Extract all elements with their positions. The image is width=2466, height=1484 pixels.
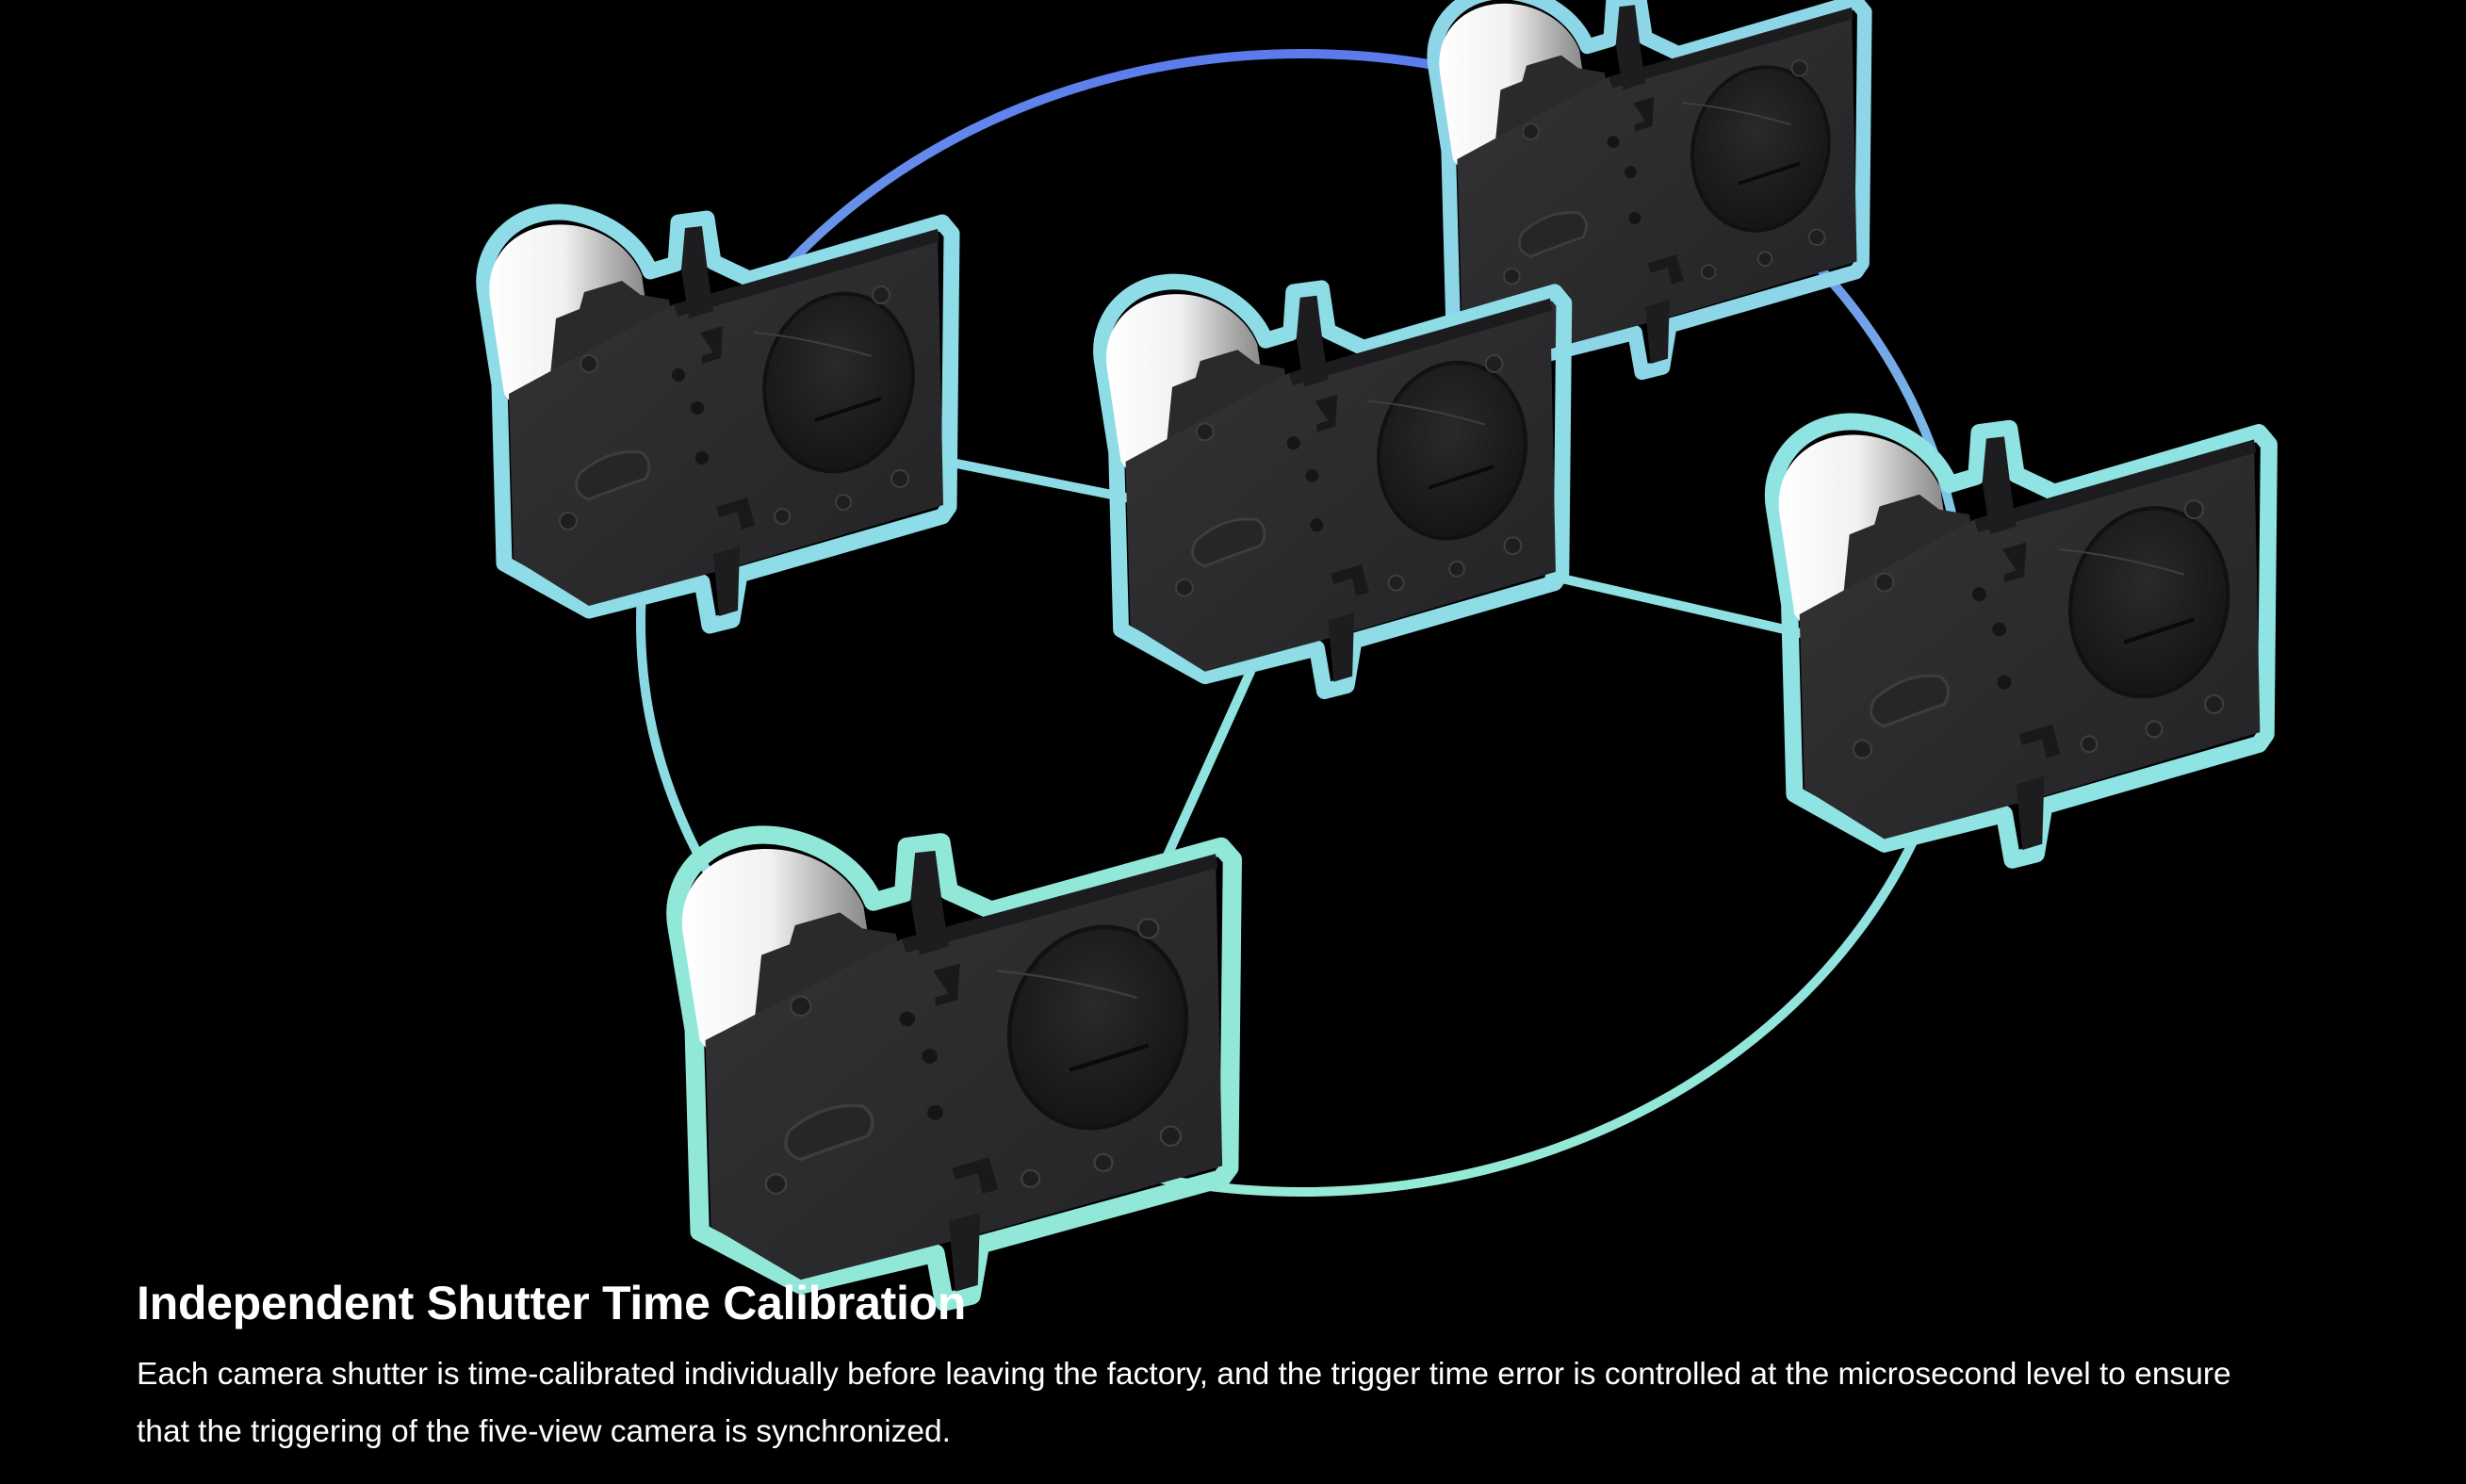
shutter-module-center — [1102, 282, 1564, 692]
feature-description: Each camera shutter is time-calibrated i… — [137, 1357, 2231, 1449]
shutter-module-bottom — [676, 835, 1233, 1302]
shutter-module-top-left — [484, 212, 952, 626]
link-center-bottom — [1162, 652, 1263, 860]
feature-caption: Independent Shutter Time Calibration Eac… — [137, 1274, 2332, 1460]
feature-title: Independent Shutter Time Calibration — [137, 1277, 967, 1329]
shutter-module-right — [1773, 422, 2269, 860]
